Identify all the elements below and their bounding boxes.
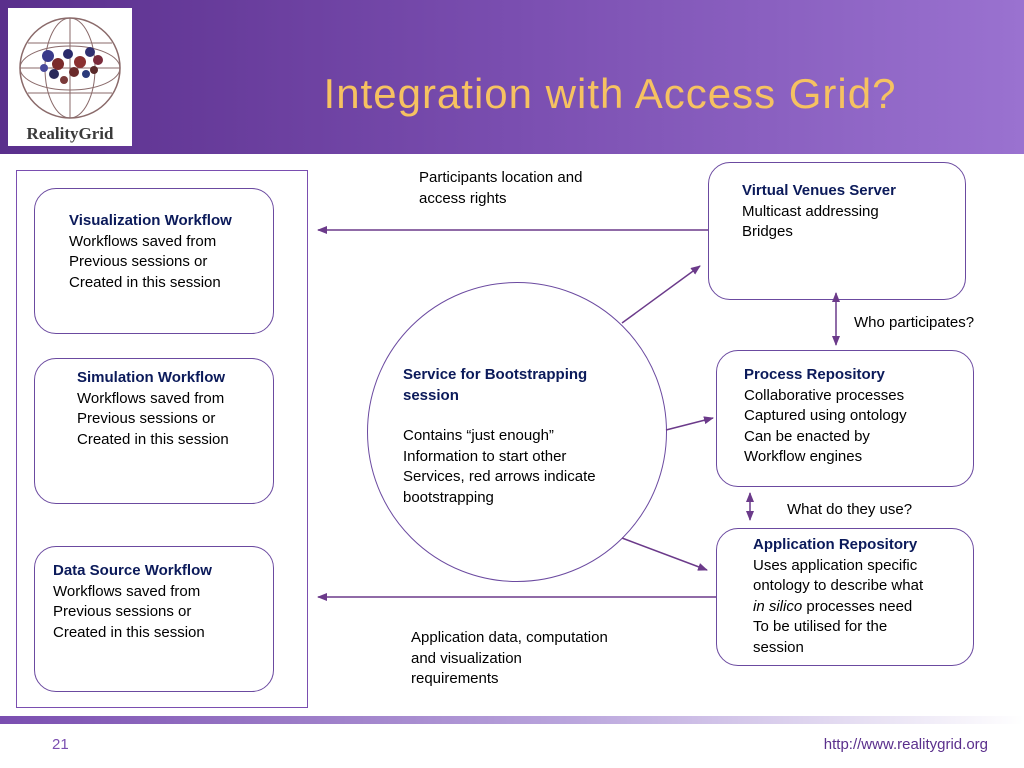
visualization-workflow-title: Visualization Workflow bbox=[69, 212, 232, 229]
virtual-venues-line: Bridges bbox=[742, 223, 793, 240]
visualization-workflow-box: Visualization Workflow Workflows saved f… bbox=[34, 188, 274, 334]
application-data-label-line: requirements bbox=[411, 670, 499, 687]
application-data-label: Application data, computation and visual… bbox=[411, 628, 671, 690]
workflows-frame bbox=[16, 170, 308, 708]
slide-header: RealityGrid Integration with Access Grid… bbox=[0, 0, 1024, 154]
bootstrap-service-circle: Service for Bootstrapping session Contai… bbox=[367, 282, 667, 582]
participants-label-line: Participants location and bbox=[419, 169, 583, 186]
data-source-workflow-line: Workflows saved from bbox=[53, 582, 201, 600]
simulation-workflow-line: Previous sessions or bbox=[77, 410, 216, 427]
arrow-bootstrap-to-venues bbox=[621, 265, 701, 324]
simulation-workflow-line: Workflows saved from bbox=[77, 389, 225, 407]
bootstrap-title-line: Service for Bootstrapping bbox=[403, 366, 588, 383]
application-repository-line: To be utilised for the bbox=[753, 618, 888, 635]
application-data-label-line: Application data, computation bbox=[411, 629, 608, 646]
data-source-workflow-box: Data Source Workflow Workflows saved fro… bbox=[34, 546, 274, 692]
who-participates-label: Who participates? bbox=[854, 314, 975, 331]
bootstrap-title-line: session bbox=[403, 386, 459, 404]
process-repository-line: Workflow engines bbox=[744, 448, 863, 465]
application-data-label-line: and visualization bbox=[411, 649, 522, 667]
simulation-workflow-line: Created in this session bbox=[77, 430, 229, 448]
globe-icon bbox=[19, 17, 121, 119]
application-repository-line: ontology to describe what bbox=[753, 577, 924, 594]
visualization-workflow-line: Workflows saved from bbox=[69, 232, 217, 250]
application-repository-title: Application Repository bbox=[753, 536, 918, 553]
virtual-venues-title: Virtual Venues Server bbox=[742, 182, 896, 199]
application-repository-line: Uses application specific bbox=[753, 556, 918, 574]
data-source-workflow-title: Data Source Workflow bbox=[53, 562, 212, 579]
process-repository-line: Captured using ontology bbox=[744, 407, 907, 424]
page-number: 21 bbox=[52, 736, 69, 753]
what-do-they-use-label: What do they use? bbox=[787, 501, 913, 518]
process-repository-line: Can be enacted by bbox=[744, 427, 870, 445]
application-repository-line: in silico processes need bbox=[753, 597, 969, 618]
arrow-bootstrap-to-app-repo bbox=[621, 537, 708, 571]
process-repository-box: Process Repository Collaborative process… bbox=[716, 350, 974, 487]
application-repository-box: Application Repository Uses application … bbox=[716, 528, 974, 666]
footer-bar bbox=[0, 716, 1024, 724]
virtual-venues-server-box: Virtual Venues Server Multicast addressi… bbox=[708, 162, 966, 300]
participants-label: Participants location and access rights bbox=[419, 168, 659, 209]
data-source-workflow-line: Created in this session bbox=[53, 623, 205, 641]
simulation-workflow-box: Simulation Workflow Workflows saved from… bbox=[34, 358, 274, 504]
bootstrap-desc-line: Services, red arrows indicate bbox=[403, 468, 596, 485]
participants-label-line: access rights bbox=[419, 189, 507, 207]
bootstrap-desc-line: Contains “just enough” bbox=[403, 427, 554, 444]
in-silico-text: in silico bbox=[753, 597, 803, 615]
data-source-workflow-line: Previous sessions or bbox=[53, 603, 192, 620]
visualization-workflow-line: Created in this session bbox=[69, 273, 221, 291]
logo-wordmark: RealityGrid bbox=[26, 124, 114, 143]
bootstrap-desc-line: bootstrapping bbox=[403, 488, 494, 506]
realitygrid-logo: RealityGrid bbox=[8, 8, 132, 146]
processes-need-text: processes need bbox=[802, 597, 913, 615]
slide-title: Integration with Access Grid? bbox=[323, 70, 897, 117]
simulation-workflow-title: Simulation Workflow bbox=[77, 369, 226, 386]
arrow-bootstrap-to-process-repo bbox=[665, 416, 714, 431]
process-repository-line: Collaborative processes bbox=[744, 386, 905, 404]
bootstrap-desc-line: Information to start other bbox=[403, 447, 567, 465]
application-repository-line: session bbox=[753, 638, 804, 656]
process-repository-title: Process Repository bbox=[744, 366, 885, 383]
footer-url[interactable]: http://www.realitygrid.org bbox=[823, 736, 988, 753]
virtual-venues-line: Multicast addressing bbox=[742, 202, 879, 220]
visualization-workflow-line: Previous sessions or bbox=[69, 253, 208, 270]
